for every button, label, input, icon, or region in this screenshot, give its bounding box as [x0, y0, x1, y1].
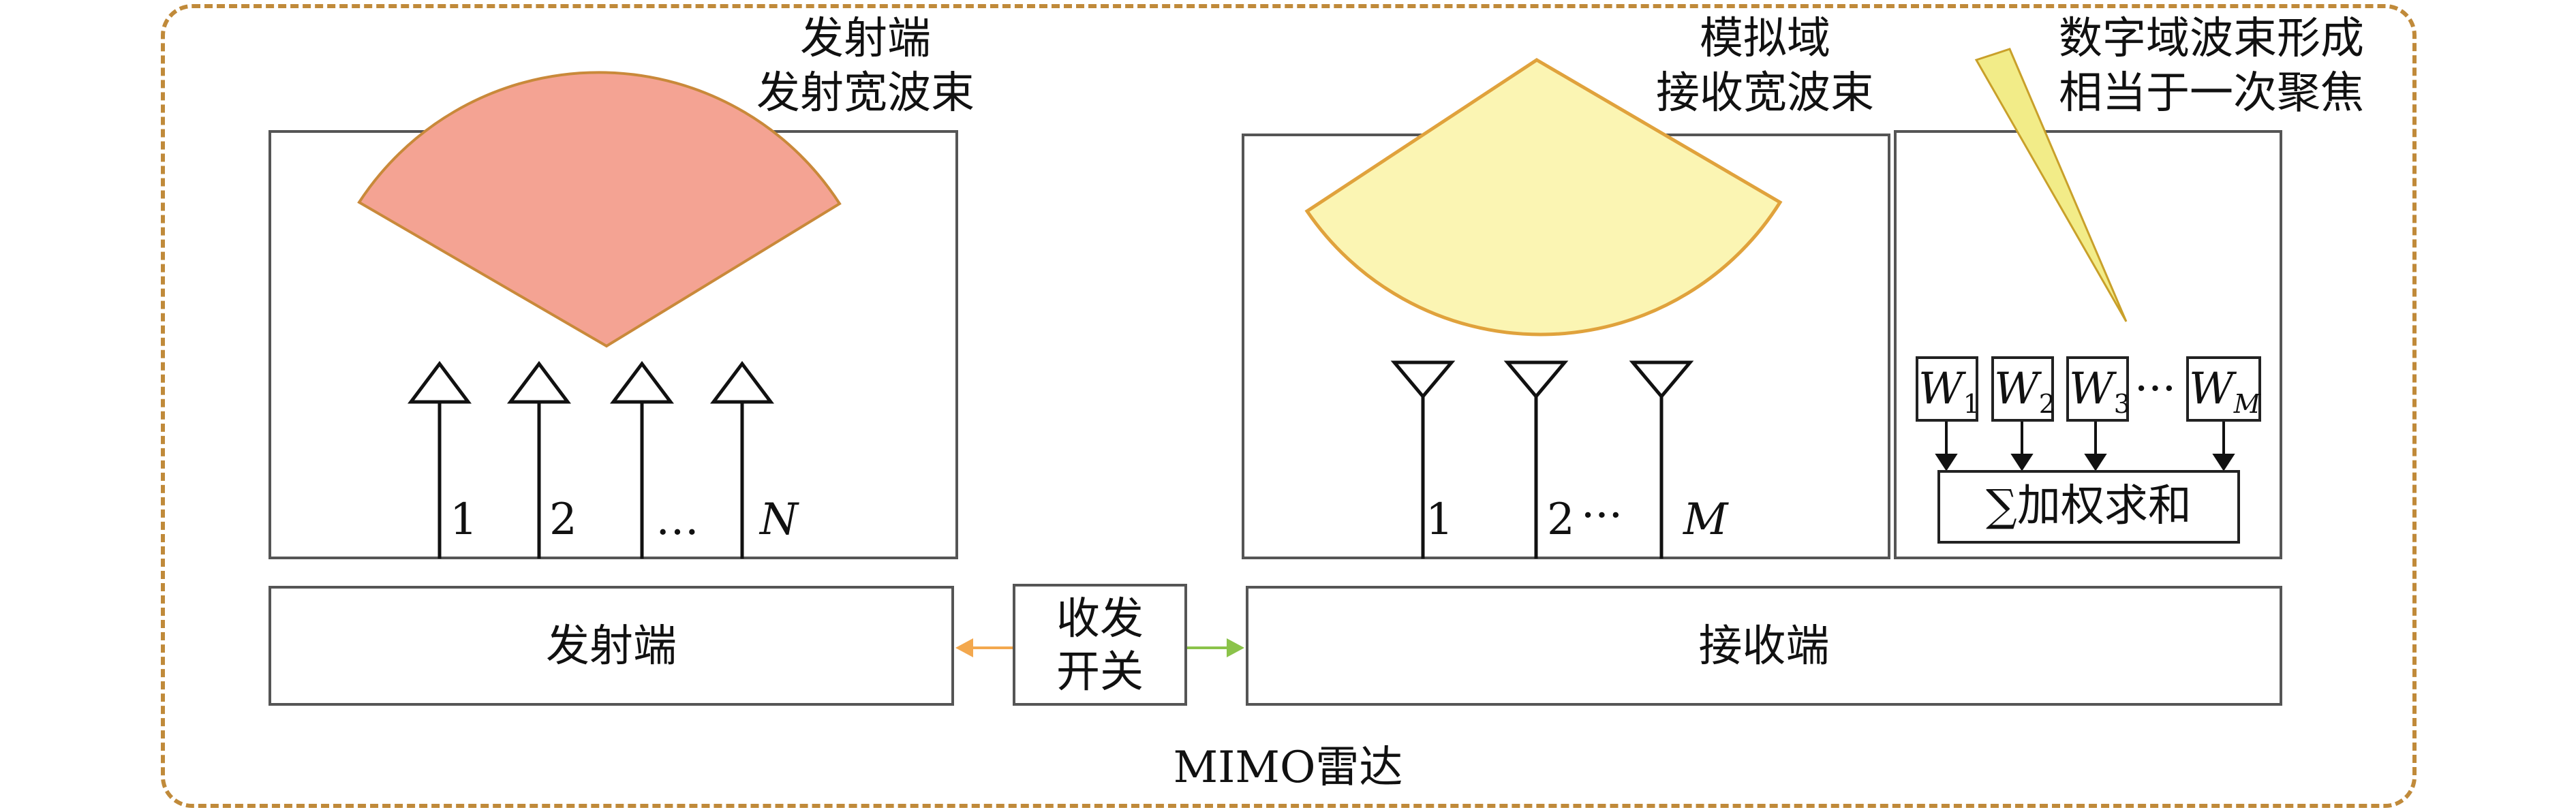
- mimo-radar-label: MIMO雷达: [1173, 743, 1403, 793]
- transmit-element-label-1: 1: [450, 495, 478, 545]
- transmit-antenna-2: [507, 360, 571, 559]
- weights-ellipsis: ···: [2134, 364, 2177, 414]
- transmit-antenna-n: [710, 360, 774, 559]
- switch-label-line1: 收发: [1056, 594, 1144, 644]
- receive-element-ellipsis: ···: [1581, 490, 1623, 541]
- transmit-receive-switch: [1013, 584, 1187, 706]
- switch-label-line2: 开关: [1056, 647, 1144, 698]
- transmitter-block: [269, 586, 954, 706]
- switch-to-transmitter-arrow: [955, 638, 1013, 657]
- weight-box-2: W2: [1991, 356, 2055, 422]
- transmit-element-label-2: 2: [549, 495, 577, 545]
- transmit-title-line1: 发射端: [800, 14, 931, 64]
- digital-title-line2: 相当于一次聚焦: [2059, 68, 2364, 119]
- digital-narrow-beam: [1974, 48, 2128, 322]
- transmit-title-line2: 发射宽波束: [756, 68, 975, 119]
- receive-antenna-2: [1503, 360, 1569, 559]
- transmit-antenna-3: [610, 360, 674, 559]
- digital-title-line1: 数字域波束形成: [2059, 14, 2364, 64]
- weight-box-m: WM: [2186, 356, 2261, 422]
- weighted-sum-label: ∑加权求和: [1986, 481, 2192, 531]
- weighted-sum-box: [1937, 470, 2240, 544]
- receive-element-label-m: M: [1683, 495, 1728, 545]
- transmit-beam-sector: [357, 71, 842, 348]
- receiver-label: 接收端: [1698, 621, 1830, 672]
- weight-arrows: [1935, 422, 2235, 471]
- transmit-element-label-n: N: [760, 495, 798, 545]
- receiver-block: [1246, 586, 2282, 706]
- transmit-antenna-1: [408, 360, 472, 559]
- receive-element-label-1: 1: [1426, 495, 1454, 545]
- weight-box-1: W1: [1916, 356, 1980, 422]
- receive-beam-sector: [1304, 58, 1783, 337]
- receive-antenna-m: [1629, 360, 1694, 559]
- receive-element-label-2: 2: [1547, 495, 1575, 545]
- receive-title-line1: 模拟域: [1700, 14, 1830, 64]
- receive-antenna-1: [1390, 360, 1456, 559]
- switch-to-receiver-arrow: [1187, 638, 1244, 657]
- weight-box-3: W3: [2066, 356, 2130, 422]
- transmitter-label: 发射端: [546, 621, 677, 672]
- mimo-radar-container: [161, 4, 2417, 808]
- receive-title-line2: 接收宽波束: [1656, 68, 1874, 119]
- transmit-element-label-3: …: [656, 495, 699, 545]
